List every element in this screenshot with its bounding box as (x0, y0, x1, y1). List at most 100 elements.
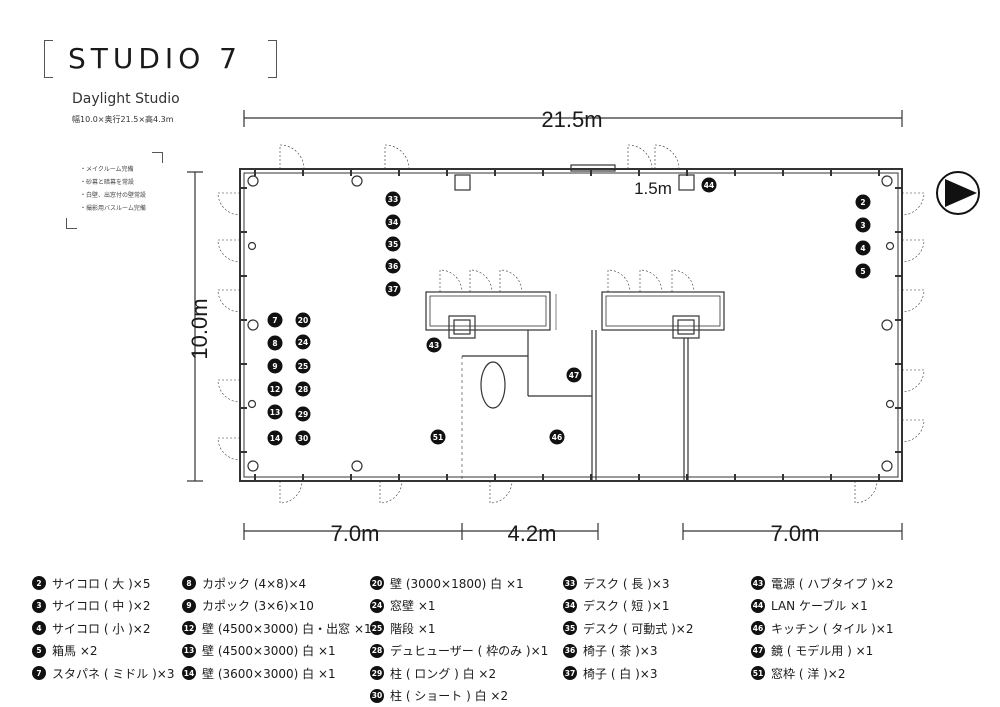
feature-list: ・メイクルーム完備 ・砂幕と暗幕を常設 ・白壁、出窓付の壁常設 ・撮影用バスルー… (80, 163, 146, 215)
legend-label: LAN ケーブル ×1 (771, 599, 868, 614)
direction-arrow-icon (936, 171, 980, 215)
dim-total-width: 21.5m (541, 107, 602, 132)
door-swing (654, 144, 680, 170)
marker-label: 37 (388, 285, 398, 294)
center-pillar-left-inner (453, 319, 471, 335)
marker-dot (295, 406, 311, 422)
legend-number: 12 (182, 621, 196, 636)
column-post (881, 175, 893, 187)
marker-46: 46 (549, 429, 565, 445)
marker-13: 13 (267, 404, 283, 420)
marker-12: 12 (267, 381, 283, 397)
column-post (247, 175, 259, 187)
marker-14: 14 (267, 430, 283, 446)
small-post (885, 399, 895, 409)
marker-dot (855, 217, 871, 233)
marker-dot (549, 429, 565, 445)
legend-number: 46 (751, 621, 765, 636)
legend-label: 壁 (4500×3000) 白・出窓 ×1 (202, 621, 372, 636)
door-swing (379, 480, 403, 504)
marker-label: 30 (298, 434, 308, 443)
column-post (881, 460, 893, 472)
marker-label: 51 (433, 433, 443, 442)
marker-25: 25 (295, 358, 311, 374)
legend-number: 13 (182, 643, 196, 658)
legend-label: カポック (4×8)×4 (202, 576, 307, 591)
legend-item-35: 35 デスク ( 可動式 )×2 (563, 617, 694, 640)
bathtub (480, 361, 506, 409)
dim-middle-section: 4.2m (508, 521, 557, 546)
center-room-left-inner (429, 295, 547, 327)
marker-dot (701, 177, 717, 193)
marker-dot (855, 263, 871, 279)
small-post (247, 399, 257, 409)
marker-4: 4 (855, 240, 871, 256)
door-swing (217, 239, 241, 263)
marker-label: 12 (270, 385, 280, 394)
feature-item: ・砂幕と暗幕を常設 (80, 179, 135, 186)
column-post (351, 460, 363, 472)
legend-label: サイコロ ( 大 )×5 (52, 576, 151, 591)
marker-28: 28 (295, 381, 311, 397)
legend-number: 33 (563, 576, 577, 591)
legend-label: 壁 (3000×1800) 白 ×1 (390, 576, 524, 591)
legend-number: 30 (370, 688, 384, 703)
page-title: STUDIO 7 (68, 42, 242, 75)
dim-height: 10.0m (187, 298, 212, 359)
marker-label: 25 (298, 362, 308, 371)
legend-number: 43 (751, 576, 765, 591)
small-post (885, 241, 895, 251)
legend-number: 47 (751, 643, 765, 658)
marker-36: 36 (385, 258, 401, 274)
legend-label: 椅子 ( 茶 )×3 (583, 644, 658, 659)
marker-dot (566, 367, 582, 383)
column-post (247, 460, 259, 472)
legend-number: 35 (563, 621, 577, 636)
dim-left-section: 7.0m (331, 521, 380, 546)
legend-label: デスク ( 可動式 )×2 (583, 621, 694, 636)
marker-35: 35 (385, 236, 401, 252)
legend-label: 窓枠 ( 洋 )×2 (771, 666, 846, 681)
legend-label: 鏡 ( モデル用 ) ×1 (771, 644, 874, 659)
door-swing (217, 437, 241, 461)
marker-dot (385, 258, 401, 274)
door-swing (901, 239, 925, 263)
marker-label: 8 (272, 339, 277, 348)
features-bracket-bottom (66, 218, 77, 229)
studio-dimensions: 幅10.0×奥行21.5×高4.3m (72, 115, 174, 124)
marker-label: 13 (270, 408, 280, 417)
door-swing (607, 269, 631, 293)
door-swing (901, 192, 925, 216)
door-swing (901, 419, 925, 443)
marker-label: 33 (388, 195, 398, 204)
marker-dot (385, 236, 401, 252)
center-pillar-right-inner (677, 319, 695, 335)
dim-right-section: 7.0m (771, 521, 820, 546)
legend-label: デスク ( 長 )×3 (583, 576, 670, 591)
marker-29: 29 (295, 406, 311, 422)
legend-number: 29 (370, 666, 384, 681)
marker-7: 7 (267, 312, 283, 328)
legend-number: 5 (32, 643, 46, 658)
feature-item: ・撮影用バスルーム完備 (80, 205, 146, 212)
center-room-left (425, 291, 551, 331)
marker-label: 4 (860, 244, 865, 253)
marker-label: 9 (272, 362, 277, 371)
feature-item: ・白壁、出窓付の壁常設 (80, 192, 147, 199)
legend-number: 2 (32, 576, 46, 591)
